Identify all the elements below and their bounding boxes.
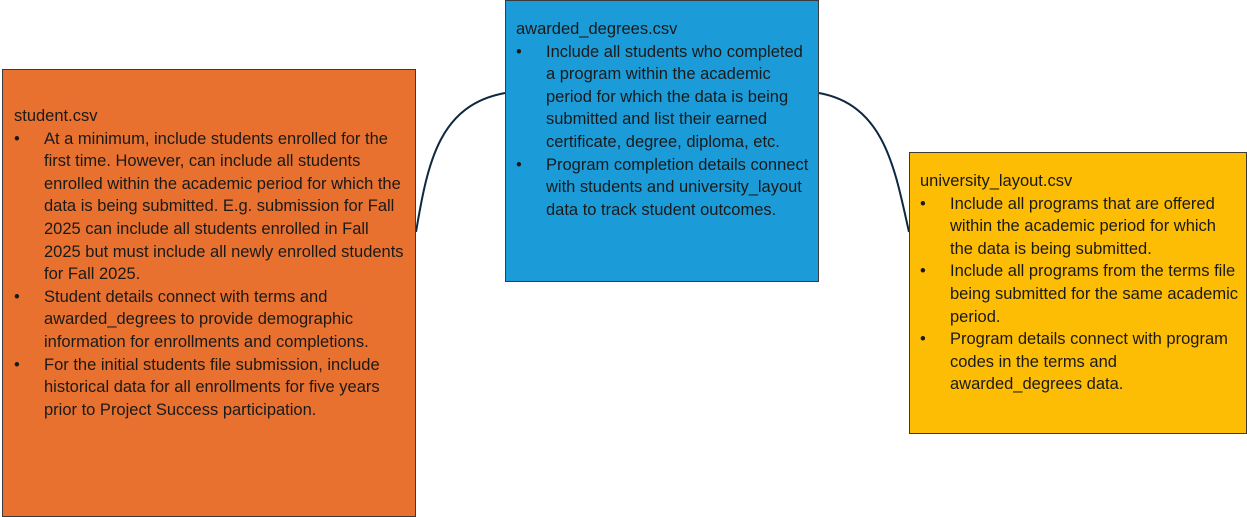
bullet-icon: •	[14, 355, 20, 374]
university-layout-csv-title: university_layout.csv	[920, 172, 1073, 190]
bullet-icon: •	[14, 129, 20, 148]
awarded-degrees-csv-bullet-list: • Include all students who completed a p…	[516, 41, 810, 222]
university-layout-csv-bullet-text: Include all programs from the terms file…	[950, 262, 1238, 326]
awarded-degrees-csv-box: awarded_degrees.csv • Include all studen…	[505, 0, 819, 282]
bullet-icon: •	[14, 287, 20, 306]
university-layout-csv-bullet-text: Include all programs that are offered wi…	[950, 194, 1216, 258]
student-csv-bullet-item: • Student details connect with terms and…	[14, 286, 407, 354]
student-csv-bullet-item: • For the initial students file submissi…	[14, 354, 407, 422]
student-csv-title: student.csv	[14, 107, 98, 125]
awarded-degrees-csv-bullet-text: Include all students who completed a pro…	[546, 42, 803, 151]
student-csv-bullet-list: • At a minimum, include students enrolle…	[14, 128, 407, 422]
university-layout-csv-bullet-item: • Include all programs that are offered …	[920, 193, 1238, 261]
student-csv-bullet-text: At a minimum, include students enrolled …	[44, 129, 404, 284]
connector-student-to-awarded	[415, 92, 506, 233]
bullet-icon: •	[920, 262, 926, 281]
student-csv-box: student.csv • At a minimum, include stud…	[2, 69, 416, 517]
awarded-degrees-csv-bullet-text: Program completion details connect with …	[546, 155, 809, 219]
bullet-icon: •	[516, 42, 522, 61]
university-layout-csv-bullet-item: • Include all programs from the terms fi…	[920, 260, 1238, 328]
awarded-degrees-csv-bullet-item: • Include all students who completed a p…	[516, 41, 810, 154]
connector-awarded-to-university	[818, 92, 910, 233]
bullet-icon: •	[920, 194, 926, 213]
university-layout-csv-bullet-list: • Include all programs that are offered …	[920, 193, 1238, 396]
bullet-icon: •	[516, 155, 522, 174]
student-csv-bullet-text: Student details connect with terms and a…	[44, 287, 369, 351]
university-layout-csv-bullet-text: Program details connect with program cod…	[950, 330, 1228, 394]
bullet-icon: •	[920, 330, 926, 349]
student-csv-bullet-item: • At a minimum, include students enrolle…	[14, 128, 407, 286]
university-layout-csv-bullet-item: • Program details connect with program c…	[920, 328, 1238, 396]
awarded-degrees-csv-title: awarded_degrees.csv	[516, 20, 678, 38]
university-layout-csv-box: university_layout.csv • Include all prog…	[909, 152, 1247, 434]
student-csv-bullet-text: For the initial students file submission…	[44, 355, 380, 419]
awarded-degrees-csv-bullet-item: • Program completion details connect wit…	[516, 154, 810, 222]
